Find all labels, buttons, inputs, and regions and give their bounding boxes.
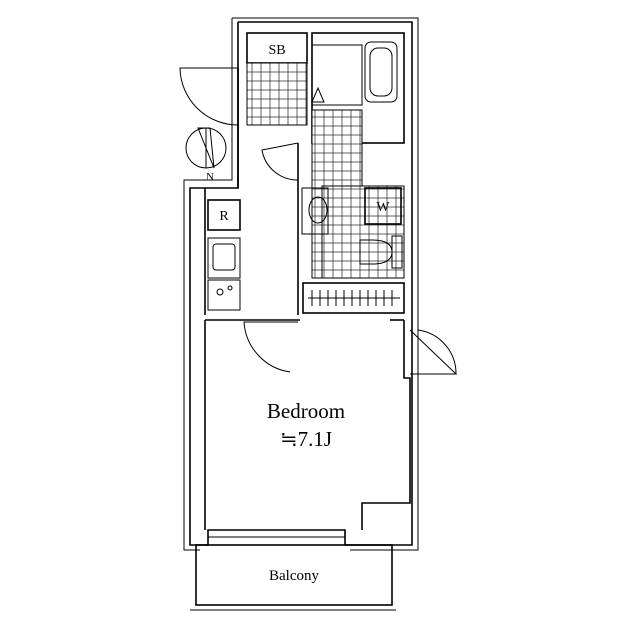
compass-north-label: N: [206, 171, 214, 183]
outer-walls: [183, 17, 419, 551]
fridge-label: R: [219, 209, 229, 224]
compass-icon: [185, 127, 227, 169]
bedroom-size: ≒7.1J: [280, 427, 332, 451]
washer-label: W: [376, 200, 390, 215]
storage-label: SB: [268, 43, 285, 58]
bedroom-name: Bedroom: [267, 399, 345, 423]
interior-walls: [204, 32, 411, 530]
closet-hangers: [308, 290, 400, 306]
balcony: [190, 536, 396, 611]
doors: [179, 67, 458, 375]
balcony-label: Balcony: [269, 568, 319, 584]
